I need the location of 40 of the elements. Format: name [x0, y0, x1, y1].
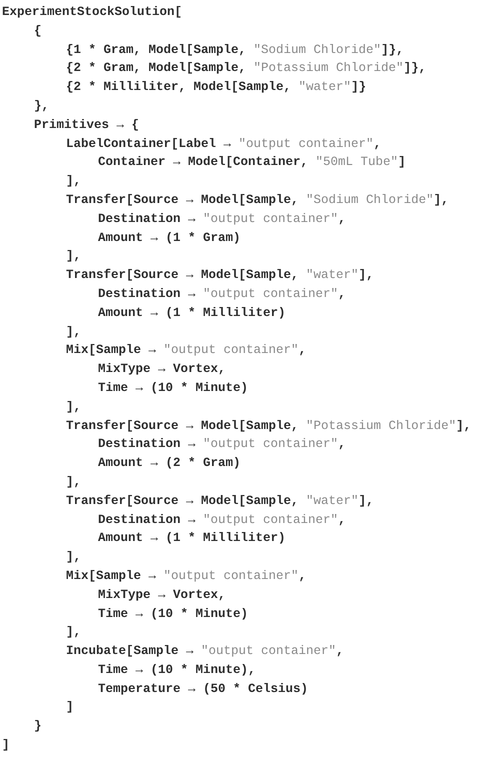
- code-line: Transfer[Source → Model[Sample, "Potassium Chloride"],: [65, 418, 472, 435]
- code-line: MixType → Vortex,: [97, 586, 227, 604]
- code-line: Time → (10 * Minute),: [97, 662, 257, 679]
- code-line: ],: [65, 324, 82, 341]
- code-line: {1 * Gram, Model[Sample, "Sodium Chloride"]},: [65, 42, 405, 59]
- code-line: Amount → (2 * Gram): [97, 455, 242, 472]
- code-line: Amount → (1 * Gram): [97, 230, 242, 247]
- code-line: Temperature → (50 * Celsius): [97, 680, 310, 698]
- code-line: Amount → (1 * Milliliter): [97, 530, 287, 548]
- code-line: Amount → (1 * Milliliter): [97, 304, 287, 322]
- code-line: Transfer[Source → Model[Sample, "water"],: [65, 267, 375, 284]
- code-line: ],: [65, 549, 82, 566]
- code-line: Time → (10 * Minute): [97, 606, 250, 622]
- code-line: ],: [65, 173, 82, 190]
- code-line: ]: [65, 699, 75, 716]
- code-line: Destination → "output container",: [97, 436, 347, 454]
- code-line: ExperimentStockSolution[: [1, 4, 184, 21]
- code-line: }: [33, 718, 43, 736]
- code-line: Transfer[Source → Model[Sample, "water"],: [65, 492, 375, 510]
- code-line: Destination → "output container",: [97, 512, 347, 529]
- code-line: {: [33, 22, 43, 40]
- code-line: },: [33, 98, 50, 115]
- code-line: LabelContainer[Label → "output container",: [65, 136, 382, 153]
- code-line: Mix[Sample → "output container",: [65, 568, 308, 585]
- code-line: MixType → Vortex,: [97, 361, 227, 378]
- code-line: Transfer[Source → Model[Sample, "Sodium Chloride"],: [65, 192, 450, 209]
- code-line: Destination → "output container",: [97, 210, 347, 228]
- code-line: {2 * Milliliter, Model[Sample, "water"]}: [65, 79, 368, 96]
- code-line: Destination → "output container",: [97, 286, 347, 303]
- code-line: {2 * Gram, Model[Sample, "Potassium Chloride"]},: [65, 60, 428, 78]
- code-line: ],: [65, 248, 82, 266]
- code-line: ],: [65, 474, 82, 491]
- code-line: ]: [1, 737, 11, 754]
- code-line: ],: [65, 398, 82, 416]
- code-line: Time → (10 * Minute): [97, 380, 250, 397]
- code-line: Incubate[Sample → "output container",: [65, 643, 345, 660]
- code-line: Mix[Sample → "output container",: [65, 342, 308, 360]
- code-line: Primitives → {: [33, 116, 140, 134]
- code-line: Container → Model[Container, "50mL Tube"]: [97, 154, 407, 172]
- code-line: ],: [65, 624, 82, 642]
